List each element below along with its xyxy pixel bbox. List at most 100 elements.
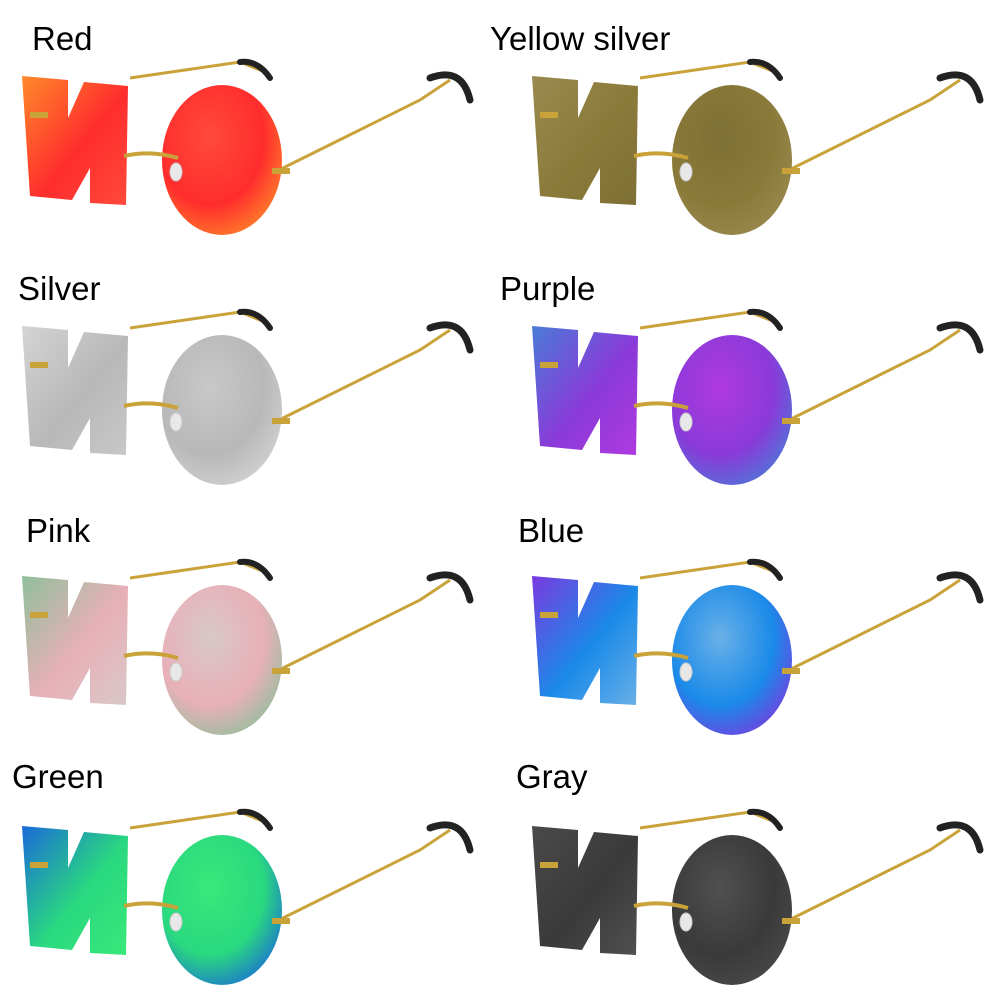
variant-purple: Purple [500, 250, 1000, 500]
n-shaped-lens [22, 576, 128, 705]
nose-bridge [633, 901, 689, 910]
left-hinge [540, 112, 558, 118]
left-temple-tip [747, 558, 783, 581]
right-hinge [272, 168, 290, 174]
o-shaped-lens [672, 85, 792, 235]
left-temple-tip [237, 558, 273, 581]
nose-pad [679, 412, 693, 432]
left-hinge [30, 862, 48, 868]
right-temple-arm [274, 328, 451, 424]
variant-label: Silver [18, 270, 101, 307]
left-temple-tip [747, 308, 783, 331]
sunglasses-group [532, 558, 984, 735]
n-shaped-lens [22, 76, 128, 205]
sunglasses-group [22, 308, 474, 485]
sunglasses-group [22, 808, 474, 985]
variant-pink: Pink [0, 500, 500, 750]
variant-blue: Blue [500, 500, 1000, 750]
right-temple-arm [274, 578, 451, 674]
nose-bridge [633, 401, 689, 410]
left-hinge [30, 112, 48, 118]
left-hinge [540, 862, 558, 868]
nose-bridge [123, 901, 179, 910]
sunglasses-image [22, 308, 474, 485]
nose-pad [169, 412, 183, 432]
variant-label: Yellow silver [490, 20, 671, 57]
nose-pad [679, 912, 693, 932]
right-temple-tip [936, 571, 984, 604]
right-hinge [272, 418, 290, 424]
sunglasses-image [22, 58, 474, 235]
right-temple-tip [426, 571, 474, 604]
right-hinge [782, 168, 800, 174]
right-temple-arm [274, 828, 451, 924]
n-shaped-lens [22, 326, 128, 455]
sunglasses-group [22, 58, 474, 235]
right-temple-tip [426, 821, 474, 854]
right-hinge [272, 668, 290, 674]
nose-bridge [123, 651, 179, 660]
right-temple-tip [936, 71, 984, 104]
variant-label: Purple [500, 270, 596, 307]
right-temple-tip [936, 821, 984, 854]
right-temple-arm [784, 578, 961, 674]
variant-label: Green [12, 758, 104, 795]
right-temple-tip [426, 71, 474, 104]
right-temple-arm [784, 328, 961, 424]
o-shaped-lens [672, 585, 792, 735]
o-shaped-lens [162, 835, 282, 985]
n-shaped-lens [532, 576, 638, 705]
n-shaped-lens [22, 826, 128, 955]
n-shaped-lens [532, 326, 638, 455]
variant-label: Pink [26, 512, 91, 549]
o-shaped-lens [162, 85, 282, 235]
sunglasses-image [22, 558, 474, 735]
o-shaped-lens [672, 835, 792, 985]
sunglasses-group [532, 58, 984, 235]
left-temple-tip [237, 58, 273, 81]
sunglasses-group [22, 558, 474, 735]
variant-yellow-silver: Yellow silver [490, 0, 1000, 250]
variant-silver: Silver [0, 250, 500, 500]
right-temple-tip [426, 321, 474, 354]
sunglasses-image [532, 808, 984, 985]
sunglasses-group [532, 308, 984, 485]
right-hinge [782, 918, 800, 924]
variant-label: Red [32, 20, 93, 57]
left-hinge [540, 362, 558, 368]
left-temple-tip [747, 808, 783, 831]
right-temple-arm [274, 78, 451, 174]
variant-red: Red [0, 0, 500, 250]
n-shaped-lens [532, 76, 638, 205]
left-hinge [540, 612, 558, 618]
variant-label: Blue [518, 512, 585, 549]
nose-bridge [123, 151, 179, 160]
sunglasses-image [532, 308, 984, 485]
left-temple-tip [237, 808, 273, 831]
variant-label: Gray [516, 758, 588, 795]
left-hinge [30, 362, 48, 368]
o-shaped-lens [162, 585, 282, 735]
nose-bridge [633, 151, 689, 160]
nose-bridge [123, 401, 179, 410]
left-temple-tip [747, 58, 783, 81]
left-temple-tip [237, 308, 273, 331]
right-hinge [782, 668, 800, 674]
right-temple-arm [784, 828, 961, 924]
sunglasses-group [532, 808, 984, 985]
variant-gray: Gray [500, 750, 1000, 1000]
nose-pad [679, 662, 693, 682]
right-hinge [782, 418, 800, 424]
sunglasses-image [532, 558, 984, 735]
nose-pad [169, 162, 183, 182]
nose-bridge [633, 651, 689, 660]
nose-pad [169, 662, 183, 682]
n-shaped-lens [532, 826, 638, 955]
o-shaped-lens [672, 335, 792, 485]
right-temple-tip [936, 321, 984, 354]
right-hinge [272, 918, 290, 924]
variant-green: Green [0, 750, 500, 1000]
nose-pad [169, 912, 183, 932]
sunglasses-image [22, 808, 474, 985]
